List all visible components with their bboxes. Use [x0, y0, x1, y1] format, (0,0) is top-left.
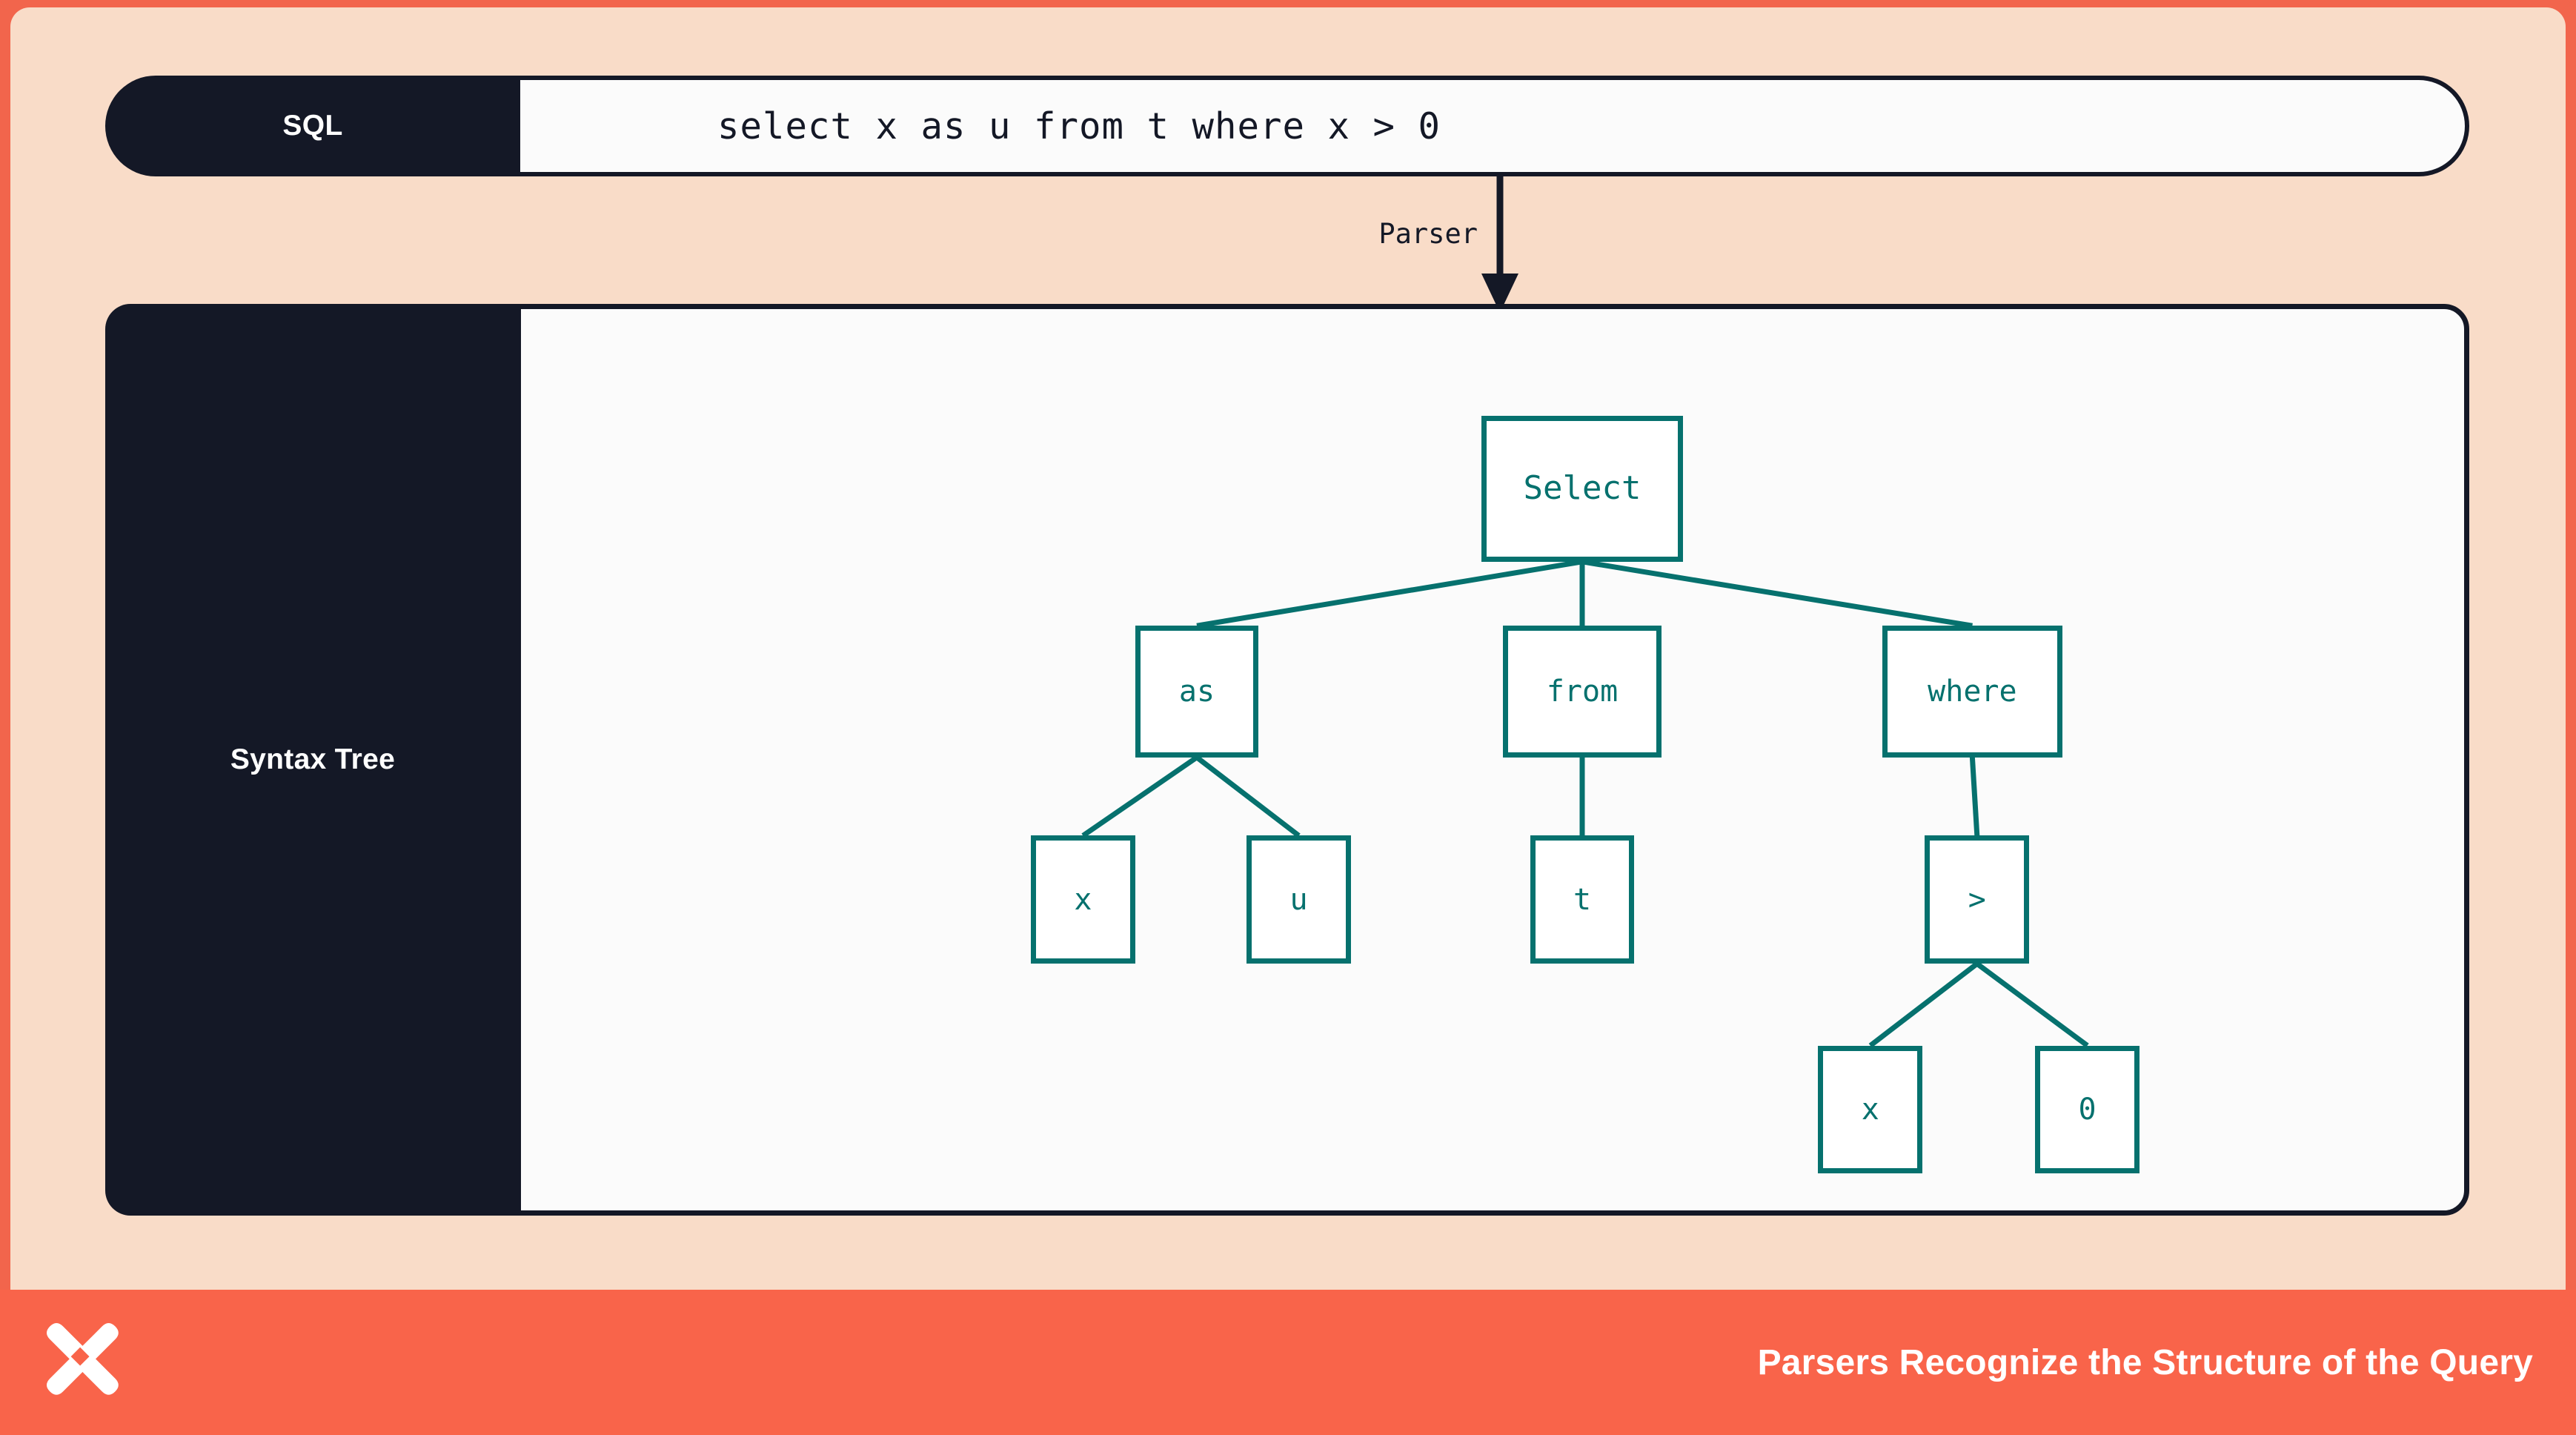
tree-node-t: t	[1530, 835, 1635, 964]
tree-edge-as-x1	[1081, 755, 1198, 838]
tree-node-label: u	[1289, 882, 1308, 917]
tree-edge-select-where	[1581, 559, 1973, 629]
tree-node-label: t	[1573, 882, 1592, 917]
tree-edges	[1081, 559, 2089, 1048]
tree-node-zero: 0	[2035, 1045, 2140, 1174]
tree-edge-where-gt	[1969, 757, 1980, 836]
syntax-tree-panel: Select as from where x u t > x 0 Syntax Tree	[105, 304, 2469, 1216]
tree-node-as: as	[1135, 626, 1259, 758]
tree-node-x2: x	[1818, 1045, 1923, 1174]
sql-query-text: select x as u from t where x > 0	[717, 105, 1441, 148]
footer-bar: Parsers Recognize the Structure of the Q…	[0, 1290, 2576, 1435]
parser-transform: Parser	[1233, 93, 1648, 313]
tree-node-label: Select	[1523, 469, 1641, 508]
tree-node-gt: >	[1925, 835, 2030, 964]
tree-edge-select-as	[1196, 559, 1583, 629]
syntax-tree-label: Syntax Tree	[105, 304, 520, 1216]
syntax-tree-canvas-frame: Select as from where x u t > x 0	[516, 304, 2469, 1216]
tree-node-label: x	[1861, 1092, 1879, 1127]
tree-node-from: from	[1502, 626, 1662, 758]
sql-label: SQL	[105, 76, 520, 176]
tree-node-label: 0	[2078, 1092, 2097, 1127]
tree-node-label: from	[1546, 674, 1619, 709]
sql-query-field[interactable]: select x as u from t where x > 0	[454, 76, 2469, 176]
parser-label: Parser	[1378, 218, 1478, 250]
tree-node-where: where	[1882, 626, 2062, 758]
tree-node-label: x	[1074, 882, 1092, 917]
tree-edge-gt-x2	[1868, 961, 1979, 1048]
tree-node-label: where	[1928, 674, 2017, 709]
tree-edge-as-u	[1195, 755, 1301, 838]
sql-row: select x as u from t where x > 0 SQL	[105, 76, 2469, 176]
tree-node-select: Select	[1481, 416, 1683, 562]
footer-caption: Parsers Recognize the Structure of the Q…	[1757, 1342, 2533, 1382]
x-star-logo-icon	[47, 1323, 119, 1395]
tree-edge-gt-zero	[1975, 961, 2089, 1048]
content-stage: select x as u from t where x > 0 SQL Par…	[10, 7, 2566, 1290]
tree-node-u: u	[1246, 835, 1351, 964]
syntax-tree-canvas: Select as from where x u t > x 0	[521, 309, 2464, 1210]
tree-node-label: >	[1968, 882, 1986, 917]
tree-node-label: as	[1178, 674, 1215, 709]
tree-node-x1: x	[1031, 835, 1135, 964]
